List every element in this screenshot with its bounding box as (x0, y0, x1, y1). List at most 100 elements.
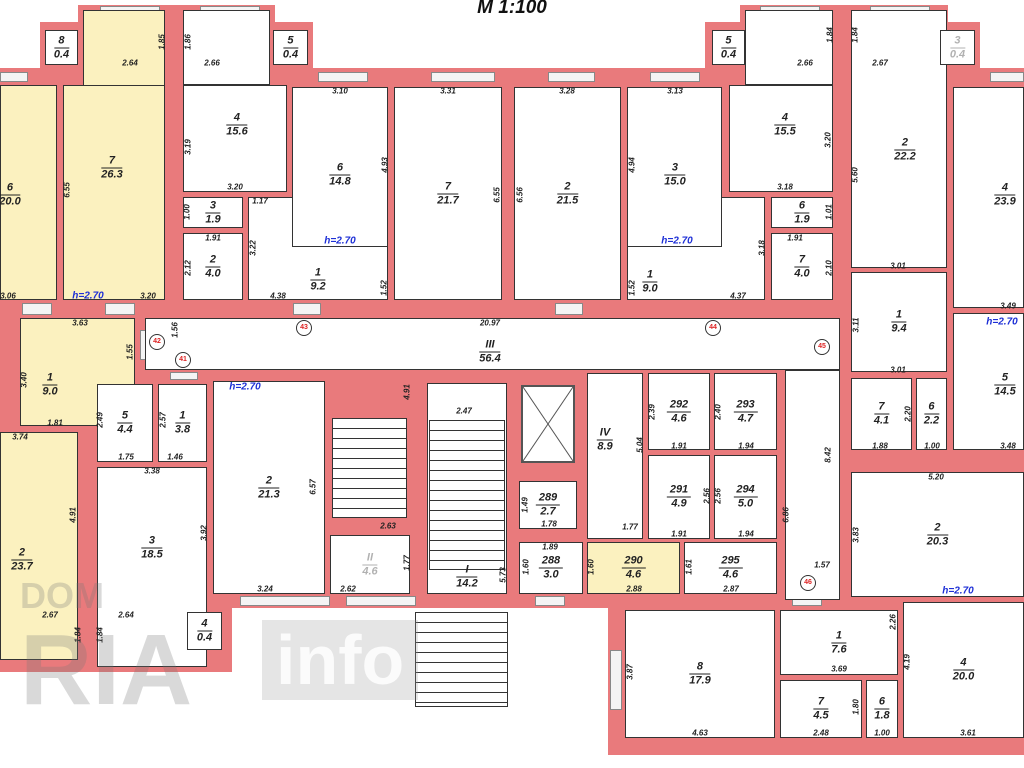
room-area (83, 10, 165, 90)
dimension-label: 1.55 (125, 344, 135, 360)
apartment-marker: 42 (149, 334, 165, 350)
dimension-label: 6.86 (781, 507, 791, 523)
room-number: 5 (720, 34, 737, 48)
dimension-label: 1.91 (671, 441, 687, 451)
dimension-label: 2.26 (888, 614, 898, 630)
room-number: 288 (538, 555, 564, 569)
dimension-label: 2.47 (456, 406, 472, 416)
room-number: 5 (282, 34, 299, 48)
dimension-label: 3.13 (667, 86, 683, 96)
dimension-label: 3.87 (625, 664, 635, 680)
window (240, 596, 330, 606)
dimension-label: 2.10 (824, 260, 834, 276)
dimension-label: 2.66 (204, 58, 220, 68)
room-number: 293 (733, 398, 758, 412)
room-3 (940, 30, 975, 65)
room-number: 8 (53, 34, 70, 48)
ceiling-height-label: h=2.70 (986, 316, 1018, 328)
room-area: 8.9 (597, 440, 613, 453)
watermark-logo: RIA (20, 614, 193, 726)
room-number: 4 (774, 112, 796, 126)
dimension-label: 3.31 (440, 86, 456, 96)
room-area: 0.4 (53, 48, 70, 60)
dimension-label: 4.93 (380, 157, 390, 173)
dimension-label: 3.20 (823, 132, 833, 148)
room-area (745, 10, 833, 85)
dimension-label: 5.20 (928, 472, 944, 482)
dimension-label: 3.18 (757, 240, 767, 256)
room-number: 7 (794, 253, 810, 267)
room-number: II (362, 552, 378, 566)
room-area: 4.6 (362, 565, 378, 578)
room-area: 4.9 (671, 497, 687, 510)
room-number: 2 (926, 521, 949, 535)
room-4 (183, 85, 287, 192)
room-number: 2 (556, 180, 579, 194)
dimension-label: 1.75 (118, 452, 134, 462)
room-number: 291 (666, 484, 692, 498)
room-number: 2 (258, 474, 280, 488)
dimension-label: 1.91 (205, 233, 221, 243)
dimension-label: 1.85 (157, 34, 167, 50)
dimension-label: 2.57 (158, 412, 168, 428)
room-area: 14.5 (994, 385, 1016, 398)
dimension-label: 1.94 (738, 441, 754, 451)
dimension-label: 6.56 (515, 187, 525, 203)
watermark-logo: DOM (20, 575, 104, 616)
dimension-label: 1.81 (47, 418, 63, 428)
room-area: 14.2 (456, 577, 478, 590)
dimension-label: 3.74 (12, 432, 28, 442)
room-4 (953, 87, 1024, 308)
room-number: 1 (42, 372, 58, 386)
dimension-label: 2.49 (95, 412, 105, 428)
room-area (183, 10, 270, 85)
dimension-label: 2.87 (723, 584, 739, 594)
room-area: 4.1 (873, 414, 890, 427)
dimension-label: 2.64 (118, 610, 134, 620)
dimension-label: 1.57 (814, 560, 830, 570)
ceiling-height-label: h=2.70 (324, 235, 356, 247)
room-area: 4.5 (813, 709, 829, 722)
room-number: 7 (813, 696, 829, 710)
room-number: 1 (891, 309, 907, 323)
room-III (145, 318, 840, 370)
window (990, 72, 1024, 82)
room-area: 20.0 (0, 195, 21, 208)
dimension-label: 1.56 (170, 322, 180, 338)
room-area: 21.5 (556, 194, 579, 206)
dimension-label: 1.61 (684, 559, 694, 575)
room-number: 2 (894, 137, 916, 151)
room-number: 7 (437, 180, 459, 194)
room-II (330, 535, 410, 594)
dimension-label: 3.40 (19, 372, 29, 388)
dimension-label: 3.48 (1000, 441, 1016, 451)
dimension-label: 2.67 (872, 58, 888, 68)
room-number: 3 (141, 535, 163, 549)
room-2 (0, 432, 78, 660)
dimension-label: 4.37 (730, 291, 746, 301)
room-area: 56.4 (479, 352, 501, 365)
dimension-label: 1.60 (521, 559, 531, 575)
dimension-label: 1.00 (924, 441, 940, 451)
